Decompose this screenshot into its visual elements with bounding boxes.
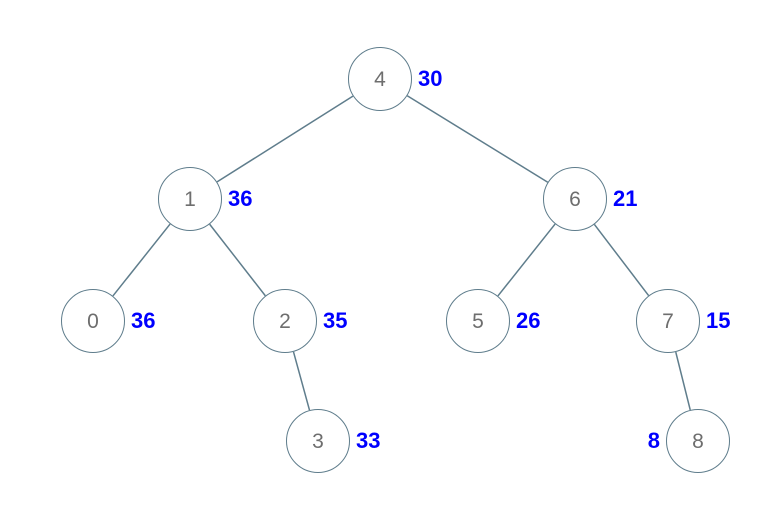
tree-node-7[interactable]: 7 bbox=[636, 289, 700, 353]
tree-node-value-label-2: 35 bbox=[323, 308, 348, 333]
tree-node-id: 4 bbox=[374, 67, 386, 91]
tree-node-value-label-3: 33 bbox=[356, 428, 381, 453]
tree-node-id: 5 bbox=[472, 309, 484, 333]
tree-edge bbox=[292, 351, 311, 411]
tree-edge bbox=[675, 351, 691, 411]
tree-node-value-label-4: 30 bbox=[418, 66, 443, 91]
tree-node-8[interactable]: 8 bbox=[666, 409, 730, 473]
tree-edge bbox=[593, 223, 650, 297]
tree-node-id: 6 bbox=[569, 187, 581, 211]
tree-node-value-label-5: 26 bbox=[516, 308, 541, 333]
tree-node-id: 8 bbox=[692, 429, 704, 453]
tree-node-6[interactable]: 6 bbox=[543, 167, 607, 231]
tree-node-id: 7 bbox=[662, 309, 674, 333]
tree-node-value-label-7: 15 bbox=[706, 308, 731, 333]
tree-node-value-label-1: 36 bbox=[228, 186, 253, 211]
tree-edge bbox=[112, 223, 171, 297]
tree-edge bbox=[406, 95, 549, 183]
tree-node-id: 1 bbox=[184, 187, 196, 211]
tree-edge bbox=[497, 223, 556, 297]
tree-node-0[interactable]: 0 bbox=[61, 289, 125, 353]
tree-node-4[interactable]: 4 bbox=[348, 47, 412, 111]
tree-node-3[interactable]: 3 bbox=[286, 409, 350, 473]
tree-edge bbox=[209, 223, 266, 297]
tree-node-value-label-0: 36 bbox=[131, 308, 156, 333]
tree-node-value-label-8: 8 bbox=[647, 428, 660, 453]
tree-node-1[interactable]: 1 bbox=[158, 167, 222, 231]
tree-node-value-label-6: 21 bbox=[613, 186, 638, 211]
tree-node-2[interactable]: 2 bbox=[253, 289, 317, 353]
tree-node-id: 0 bbox=[87, 309, 99, 333]
tree-edge bbox=[216, 95, 354, 183]
tree-node-5[interactable]: 5 bbox=[446, 289, 510, 353]
tree-node-id: 2 bbox=[279, 309, 291, 333]
tree-node-id: 3 bbox=[312, 429, 324, 453]
